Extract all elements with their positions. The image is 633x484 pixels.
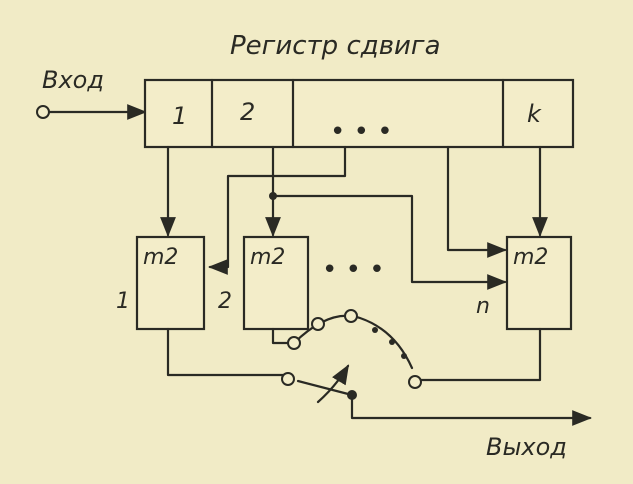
rotary-switch	[281, 309, 422, 404]
adder-n-label: m2	[513, 245, 548, 270]
diagram-title: Регистр сдвига	[230, 31, 441, 61]
input-label: Вход	[42, 66, 104, 94]
switch-contact-4	[344, 309, 358, 323]
adder-1: m2 1	[116, 235, 206, 331]
tap-cellX-to-adderN	[446, 145, 507, 258]
register-cell-2: 2	[240, 98, 255, 126]
adder-1-index: 1	[116, 289, 130, 314]
rotation-arrow	[316, 364, 350, 404]
input-terminal	[36, 105, 50, 119]
switch-wiper	[296, 379, 354, 397]
shift-register: 1 2 • • • k	[143, 78, 575, 149]
switch-contact-3	[311, 317, 325, 331]
adder-2-index: 2	[218, 289, 232, 314]
adder2-output-line	[271, 327, 293, 345]
adders-ellipsis: • • •	[322, 255, 385, 285]
adder-2: m2 2	[218, 235, 310, 331]
switch-contact-n	[408, 375, 422, 389]
tap-cellX-to-adder1	[208, 145, 347, 275]
register-cell-k: k	[527, 100, 542, 128]
switch-contact-1	[281, 372, 295, 386]
adder-n-index: n	[476, 294, 490, 319]
addern-output-line	[418, 327, 542, 382]
output-arrow	[350, 393, 592, 426]
register-cell-1: 1	[172, 102, 187, 130]
adder-2-label: m2	[250, 245, 285, 270]
junction-dot	[269, 192, 277, 200]
tap-cell2-to-adderN	[271, 194, 507, 290]
register-body	[143, 78, 575, 149]
output-label: Выход	[486, 433, 567, 461]
adder-1-label: m2	[143, 245, 178, 270]
adder1-output-line	[166, 327, 290, 377]
switch-contact-2	[287, 336, 301, 350]
register-ellipsis: • • •	[330, 117, 393, 147]
